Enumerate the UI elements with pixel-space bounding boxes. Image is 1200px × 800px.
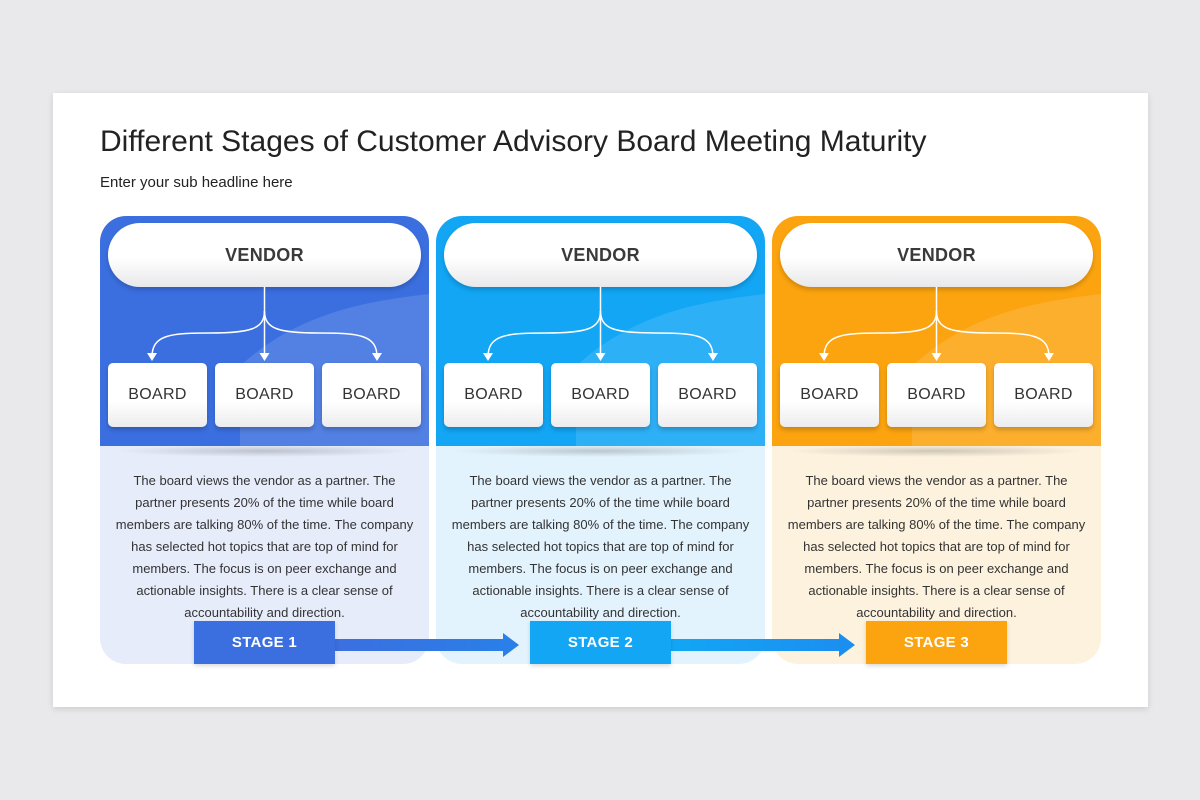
panel-header-1: VENDOR BOARD BOARD BOARD	[100, 216, 429, 446]
board-box: BOARD	[658, 363, 757, 427]
board-box: BOARD	[994, 363, 1093, 427]
board-box: BOARD	[551, 363, 650, 427]
stage-panel-2: VENDOR BOARD BOARD BOARD The board views…	[436, 216, 765, 664]
stage-arrow-2-3	[671, 633, 855, 657]
slide-subtitle: Enter your sub headline here	[100, 174, 293, 191]
stage-arrow-1-2	[335, 633, 519, 657]
stage-description: The board views the vendor as a partner.…	[451, 473, 750, 620]
stage-panel-3: VENDOR BOARD BOARD BOARD The board views…	[772, 216, 1101, 664]
vendor-box: VENDOR	[108, 223, 421, 287]
vendor-box: VENDOR	[444, 223, 757, 287]
board-box: BOARD	[215, 363, 314, 427]
vendor-box: VENDOR	[780, 223, 1093, 287]
connector-arrows	[819, 287, 1054, 361]
header-shadow	[114, 445, 414, 457]
board-box: BOARD	[887, 363, 986, 427]
panel-header-2: VENDOR BOARD BOARD BOARD	[436, 216, 765, 446]
stage-description: The board views the vendor as a partner.…	[115, 473, 414, 620]
stage-description: The board views the vendor as a partner.…	[787, 473, 1086, 620]
connector-arrows	[483, 287, 718, 361]
board-box: BOARD	[780, 363, 879, 427]
stage-panel-1: VENDOR BOARD BOARD BOARD The board views…	[100, 216, 429, 664]
slide: Different Stages of Customer Advisory Bo…	[53, 93, 1148, 707]
stage-label-1: STAGE 1	[194, 621, 335, 664]
panel-header-3: VENDOR BOARD BOARD BOARD	[772, 216, 1101, 446]
header-shadow	[786, 445, 1086, 457]
stage-label-3: STAGE 3	[866, 621, 1007, 664]
stage-label-2: STAGE 2	[530, 621, 671, 664]
board-box: BOARD	[444, 363, 543, 427]
connector-arrows	[147, 287, 382, 361]
header-shadow	[450, 445, 750, 457]
board-box: BOARD	[108, 363, 207, 427]
board-box: BOARD	[322, 363, 421, 427]
slide-title: Different Stages of Customer Advisory Bo…	[100, 125, 927, 158]
